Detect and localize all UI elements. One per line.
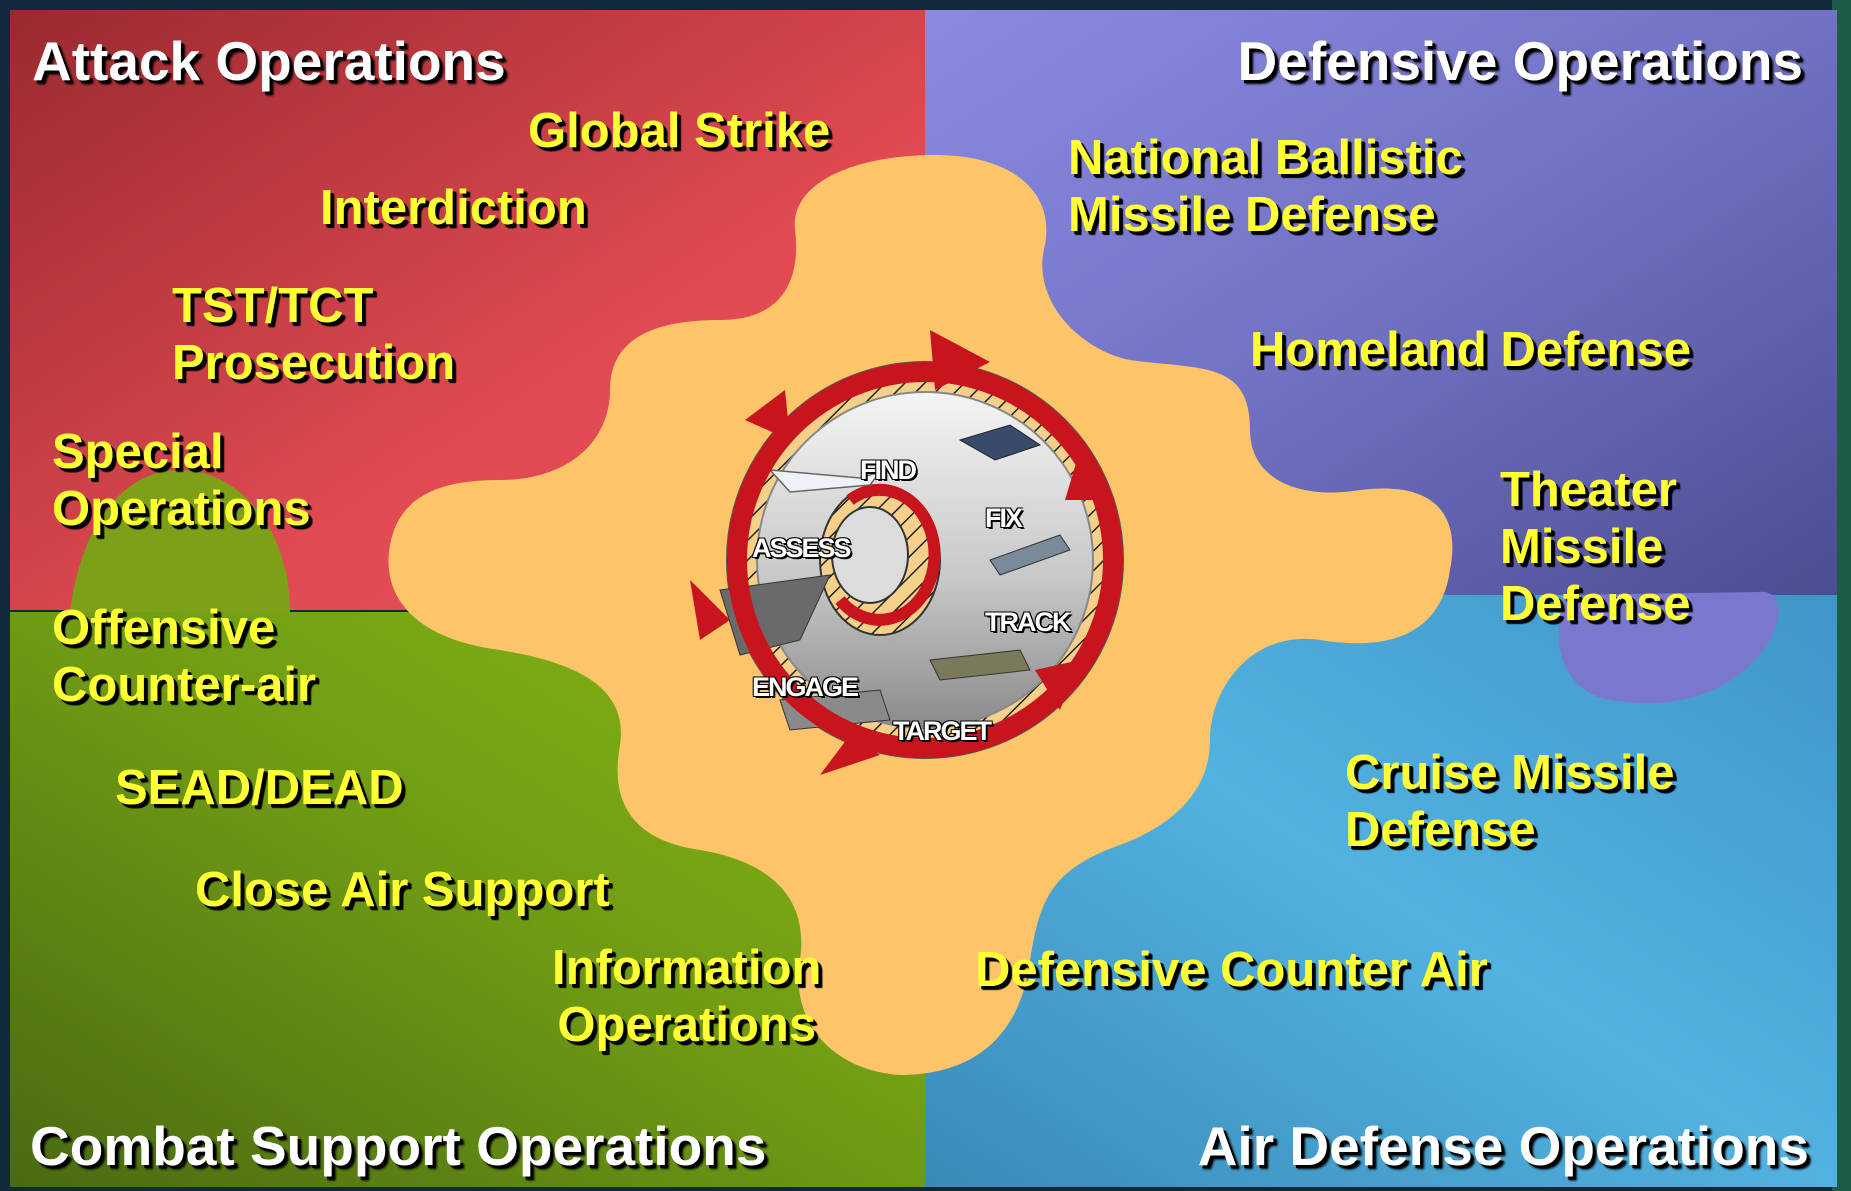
cruise-missile-defense-label: Cruise Missile Defense [1345, 745, 1675, 859]
tmd-line-2: Missile [1500, 519, 1664, 574]
cycle-step-target: TARGET [893, 716, 992, 746]
interdiction-label: Interdiction [320, 181, 587, 235]
combat-support-operations-title: Combat Support Operations [30, 1115, 767, 1177]
cycle-step-track: TRACK [985, 607, 1071, 637]
special-operations-line-2: Operations [52, 481, 311, 536]
air-defense-operations-title: Air Defense Operations [1197, 1115, 1809, 1177]
defensive-tab [1558, 591, 1779, 704]
oca-line-2: Counter-air [52, 657, 317, 712]
attack-operations-title: Attack Operations [32, 30, 506, 92]
info-ops-line-1: Information [552, 941, 822, 995]
info-ops-line-2: Operations [557, 997, 817, 1052]
cycle-step-engage: ENGAGE [752, 672, 859, 702]
theater-missile-defense-label: Theater Missile Defense [1500, 462, 1691, 632]
defensive-operations-title: Defensive Operations [1237, 30, 1803, 92]
nbmd-line-2: Missile Defense [1068, 187, 1436, 242]
tst-tct-line-1: TST/TCT [172, 279, 374, 333]
close-air-support-label: Close Air Support [195, 863, 610, 917]
information-operations-label: Information Operations [552, 940, 821, 1054]
tst-tct-line-2: Prosecution [172, 335, 456, 390]
tmd-line-3: Defense [1500, 576, 1691, 631]
attack-tab [70, 470, 290, 612]
find-fix-cycle [690, 330, 1124, 775]
cycle-step-find: FIND [860, 455, 917, 485]
special-operations-line-1: Special [52, 425, 224, 479]
tmd-line-1: Theater [1500, 463, 1678, 517]
special-operations-label: Special Operations [52, 424, 311, 538]
cycle-step-fix: FIX [985, 503, 1023, 533]
global-strike-label: Global Strike [528, 104, 831, 158]
tst-tct-label: TST/TCT Prosecution [172, 278, 455, 392]
homeland-defense-label: Homeland Defense [1250, 323, 1692, 377]
sead-dead-label: SEAD/DEAD [115, 761, 404, 815]
oca-line-1: Offensive [52, 601, 276, 655]
offensive-counter-air-label: Offensive Counter-air [52, 600, 316, 714]
defensive-counter-air-label: Defensive Counter Air [975, 943, 1488, 997]
nbmd-line-1: National Ballistic [1068, 131, 1463, 185]
cmd-line-2: Defense [1345, 802, 1536, 857]
cycle-step-assess: ASSESS [752, 533, 852, 563]
national-ballistic-missile-defense-label: National Ballistic Missile Defense [1068, 130, 1463, 244]
cmd-line-1: Cruise Missile [1345, 746, 1675, 800]
